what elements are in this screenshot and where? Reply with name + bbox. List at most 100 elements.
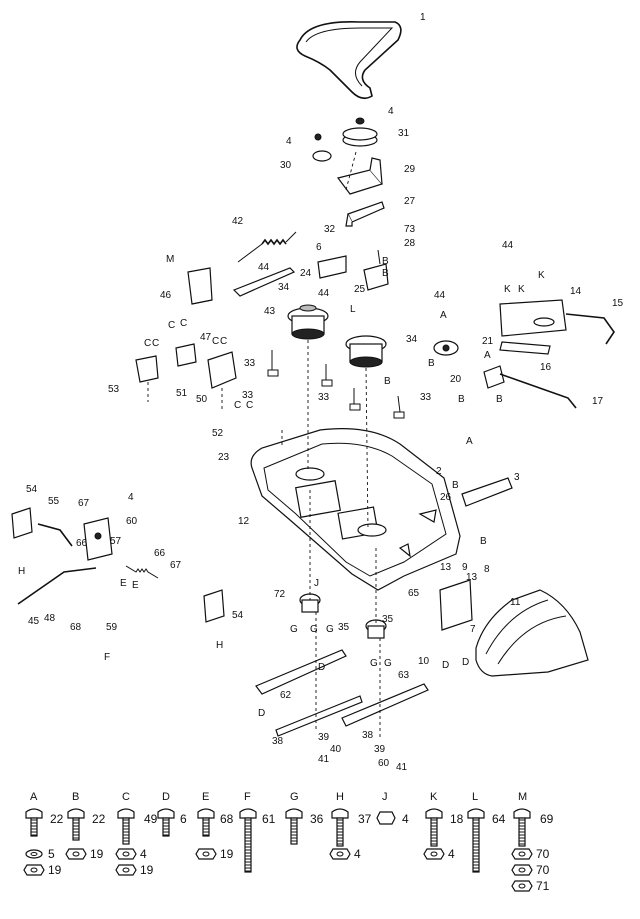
idler-arm[interactable] (345, 201, 385, 227)
bracket-50[interactable] (207, 351, 237, 412)
bolt-head-icon (425, 808, 443, 819)
lift-plate-57[interactable] (83, 517, 113, 561)
hardware-letter: L (472, 791, 478, 803)
part-callout: 68 (70, 622, 82, 633)
part-callout: 51 (176, 388, 188, 399)
idler-pulley[interactable] (342, 117, 378, 147)
part-callout: 38 (272, 736, 284, 747)
rod-17[interactable] (499, 373, 577, 409)
bracket-54-mid[interactable] (203, 589, 225, 623)
part-callout: C (246, 400, 253, 411)
part-callout: 41 (318, 754, 330, 765)
part-callout: 29 (404, 164, 416, 175)
part-callout: 25 (354, 284, 366, 295)
drive-belt[interactable] (296, 21, 402, 100)
part-callout: 41 (396, 762, 408, 773)
bracket-24[interactable] (317, 255, 347, 279)
rod-15[interactable] (565, 313, 615, 345)
bolt-shank-icon (290, 817, 298, 845)
height-adjust-bracket-14[interactable] (499, 299, 567, 337)
part-callout: L (350, 304, 356, 315)
bolt-head-icon (331, 808, 349, 819)
bracket-20[interactable] (483, 365, 505, 389)
part-callout: 1 (420, 12, 426, 23)
hardware-extra-number: 70 (536, 847, 550, 861)
part-callout: 38 (362, 730, 374, 741)
part-callout: 3 (514, 472, 520, 483)
part-callout: 28 (404, 238, 416, 249)
cable-33[interactable] (267, 350, 405, 419)
pulley-bracket[interactable] (336, 157, 384, 195)
part-callout: 7 (470, 624, 476, 635)
hardware-letter: F (244, 791, 251, 803)
part-callout: D (442, 660, 449, 671)
part-callout: 35 (382, 614, 394, 625)
part-callout: C (220, 336, 227, 347)
part-callout: 73 (404, 224, 416, 235)
hardware-extra-number: 70 (536, 863, 550, 877)
part-callout: 67 (170, 560, 182, 571)
hex-nut-icon (195, 848, 217, 860)
part-callout: 4 (286, 136, 292, 147)
bolt-head-icon (513, 808, 531, 819)
link-43[interactable] (232, 267, 296, 297)
pulley-21[interactable] (433, 340, 459, 356)
part-callout: K (504, 284, 511, 295)
bracket-54-top[interactable] (11, 507, 33, 539)
part-callout: G (310, 624, 318, 635)
bracket-25[interactable] (363, 249, 389, 291)
part-callout: G (326, 624, 334, 635)
part-callout: 12 (238, 516, 250, 527)
spring-66[interactable] (125, 565, 159, 579)
hex-nut-icon (376, 811, 396, 825)
bracket-51[interactable] (175, 343, 197, 367)
bolt-shank-icon (472, 817, 480, 873)
mount-bracket-m[interactable] (187, 267, 213, 305)
part-callout: 66 (76, 538, 88, 549)
part-callout: G (384, 658, 392, 669)
hardware-extra-number: 19 (90, 847, 104, 861)
hardware-extra-number: 4 (354, 847, 361, 861)
part-callout: C (152, 338, 159, 349)
blade-left[interactable] (255, 649, 363, 737)
grass-chute[interactable] (475, 589, 589, 677)
tension-spring[interactable] (237, 231, 297, 263)
hardware-item-f: F61 (239, 791, 276, 873)
mower-deck[interactable] (250, 428, 461, 591)
part-callout: 65 (408, 588, 420, 599)
blade-hub-35[interactable] (365, 619, 387, 639)
part-callout: 26 (440, 492, 452, 503)
plate-16[interactable] (499, 341, 551, 355)
part-callout: C (168, 320, 175, 331)
hardware-letter: D (162, 791, 170, 803)
spindle-left[interactable] (287, 304, 329, 340)
part-callout: B (452, 480, 459, 491)
rod-55[interactable] (37, 523, 73, 547)
blade-right[interactable] (341, 683, 429, 727)
part-callout: 44 (258, 262, 270, 273)
assembly-dashes (281, 151, 381, 740)
part-callout: 6 (316, 242, 322, 253)
part-callout: M (166, 254, 174, 265)
small-pulley[interactable] (312, 133, 332, 162)
hardware-legend: A22519B2219C49419D6E6819F61G36H374J4K184… (23, 791, 554, 893)
part-callout: 45 (28, 616, 40, 627)
part-callout: 52 (212, 428, 224, 439)
bolt-head-icon (285, 808, 303, 819)
part-callout: 10 (418, 656, 430, 667)
link-48[interactable] (17, 567, 97, 605)
hardware-part-number: 37 (358, 812, 372, 826)
blade-hub-72[interactable] (299, 593, 321, 613)
spindle-right[interactable] (345, 335, 387, 368)
part-callout: B (496, 394, 503, 405)
hardware-item-g: G36 (285, 791, 324, 845)
deflector-bracket-7[interactable] (439, 579, 473, 631)
bracket-53[interactable] (135, 355, 159, 402)
hardware-letter: H (336, 791, 344, 803)
part-callout: 30 (280, 160, 292, 171)
part-callout: A (440, 310, 447, 321)
hardware-extra-number: 19 (48, 863, 62, 877)
baffle-3[interactable] (461, 477, 513, 507)
